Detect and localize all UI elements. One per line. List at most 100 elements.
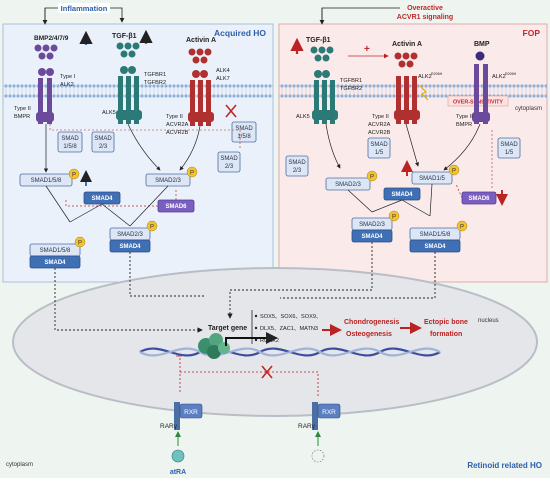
alk2-label-left: ALK2 [60, 82, 74, 88]
bmp-ligand-right [475, 51, 485, 61]
acquired-ho-title: Acquired HO [214, 28, 266, 38]
smad4-left-label: SMAD4 [91, 196, 113, 202]
inflammation-label: Inflammation [61, 4, 108, 13]
activin-ligand-label-left: Activin A [186, 37, 216, 44]
smad23-box-left2 [217, 151, 241, 173]
overactive-line2: ACVR1 signaling [397, 14, 453, 21]
alk5-label-right: ALK5 [296, 114, 310, 120]
alk5-label-left: ALK5 [102, 110, 116, 116]
smad15-box-right [367, 137, 391, 159]
atra-molecule [171, 449, 185, 463]
blocked-cross-left [225, 104, 237, 118]
smad23-d: 2/3 [225, 164, 234, 170]
type2-label-right: Type II [372, 114, 389, 120]
bmpr-label-left: BMPR [14, 114, 30, 120]
complex-smad4-left-b-label: SMAD4 [44, 260, 66, 266]
alk2-mut-sup: R206H [431, 72, 443, 76]
smad23-b: 2/3 [99, 144, 108, 150]
smad15-r-b: 1/5 [375, 150, 384, 156]
smad4-right-label: SMAD4 [391, 192, 413, 198]
retinoid-title: Retinoid related HO [467, 461, 542, 470]
rar-label-1: RARγ [160, 423, 178, 430]
complex-smad23-right-label: SMAD2/3 [359, 222, 385, 228]
overactive-line1: Overactive [407, 5, 443, 12]
smad158-c: SMAD [235, 126, 253, 132]
smad23-r-a: SMAD [288, 160, 306, 166]
tgf-ligand-left [116, 42, 140, 74]
p-badge-2: P [190, 171, 194, 177]
rar-label-2: RARγ [298, 423, 316, 430]
complex-smad158-right-label: SMAD1/5/8 [420, 232, 451, 238]
smad23-c: SMAD [220, 156, 238, 162]
acvr2b-label-left: ACVR2B [166, 130, 189, 136]
smad158-box-left2 [231, 121, 257, 143]
complex-smad158-left-label: SMAD1/5/8 [40, 248, 71, 254]
tgfbr1-label-right: TGFBR1 [340, 78, 362, 84]
alk7-label-left: ALK7 [216, 76, 230, 82]
smad15-r-d: 1/5 [505, 150, 514, 156]
smad158-a: SMAD [61, 136, 79, 142]
psmad23-right-label: SMAD2/3 [335, 182, 361, 188]
dna-helix [139, 347, 441, 357]
tgf-ligand-label-left: TGF-β1 [112, 33, 137, 40]
alk2-mut2-sup: R206H [505, 72, 517, 76]
p-badge-4: P [78, 241, 82, 247]
complex-smad4-left-a-label: SMAD4 [119, 244, 141, 250]
p-badge-r4: P [460, 225, 464, 231]
bmp-receptor-left [36, 78, 54, 124]
p-badge-1: P [72, 173, 76, 179]
tgf-receptor-left [116, 76, 142, 124]
ectopic-bone-line2: formation [430, 331, 462, 338]
smad23-r-b: 2/3 [293, 168, 302, 174]
ectopic-bone-line1: Ectopic bone [424, 319, 468, 326]
activin-receptor-left [188, 80, 214, 126]
tgf-ligand-right [310, 46, 334, 78]
gene-line-1: SOX5、SOX6、SOX9、 [260, 314, 322, 320]
p-badge-r3: P [392, 215, 396, 221]
tgf-receptor-right [312, 80, 338, 124]
p-badge-3: P [150, 225, 154, 231]
smad23-box-left [91, 131, 115, 153]
nucleus-label: nucleus [478, 318, 499, 324]
alk2-mut-label: ALK2 [418, 74, 432, 80]
acvr2a-label-left: ACVR2A [166, 122, 189, 128]
smad23-a: SMAD [94, 136, 112, 142]
smad15-box-right2 [497, 137, 521, 159]
blocked-cross-retinoid [261, 365, 273, 379]
bmp-ligand-label: BMP2/4/7/9 [34, 35, 69, 42]
smad15-r-a: SMAD [370, 142, 388, 148]
complex-smad4-right-a-label: SMAD4 [361, 234, 383, 240]
tgf-ligand-label-right: TGF-β1 [306, 37, 331, 44]
acvr2a-label-right: ACVR2A [368, 122, 391, 128]
smad15-r-c: SMAD [500, 142, 518, 148]
psmad158-left-label: SMAD1/5/8 [31, 178, 62, 184]
alk2-mut2-label: ALK2 [492, 74, 506, 80]
psmad15-right-label: SMAD1/5 [419, 176, 445, 182]
cytoplasm-label-left: cytoplasm [6, 462, 33, 468]
activin-ligand-right [394, 52, 418, 68]
smad23-box-right [285, 155, 309, 177]
smad158-box-left [57, 131, 83, 153]
type2b-label-right: Type II [456, 114, 473, 120]
type2-label-left: Type II [14, 106, 31, 112]
gene-line-2: DLX5、ZAC1、MATN3 [260, 326, 318, 332]
alk4-label-left: ALK4 [216, 68, 230, 74]
activin-ligand-label-right: Activin A [392, 41, 422, 48]
rar-rxr-complex-2 [312, 402, 341, 430]
plus-sign: + [364, 44, 370, 55]
activin-ligand-left [188, 48, 212, 78]
rxr-label-2: RXR [322, 409, 336, 416]
osteogenesis-label: Osteogenesis [346, 331, 392, 338]
bmp-receptor-right [472, 64, 490, 124]
chondrogenesis-label: Chondrogenesis [344, 319, 399, 326]
bmp-ligand-left [34, 44, 58, 76]
acvr2b-label-right: ACVR2B [368, 130, 391, 136]
smad6-left-label: SMAD6 [165, 204, 187, 210]
p-badge-r2: P [452, 169, 456, 175]
bmp-ligand-label-right: BMP [474, 41, 490, 48]
target-gene-label: Target gene [208, 325, 247, 332]
rar-rxr-complex-1 [174, 402, 203, 430]
smad6-right-label: SMAD6 [468, 196, 490, 202]
smad158-d: 1/5/8 [237, 134, 251, 140]
